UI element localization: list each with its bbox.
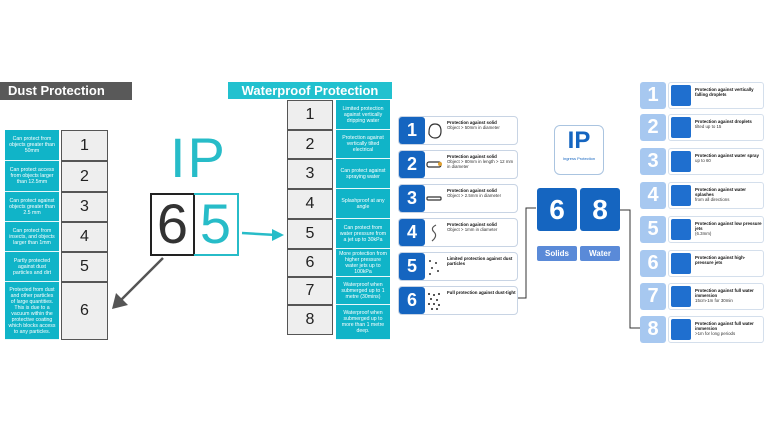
lightning-icon xyxy=(671,253,691,274)
water-icon-row-8: Protection against full water immersion>… xyxy=(668,316,764,343)
solids-label: Solids xyxy=(537,246,577,261)
wire-icon xyxy=(431,224,437,242)
dust-level-1: 1 xyxy=(61,130,108,161)
dust-protection-title: Dust Protection xyxy=(0,82,132,100)
dust-level-5: 5 xyxy=(61,252,108,282)
water-icon-num-7: 7 xyxy=(640,283,666,310)
water-digit: 8 xyxy=(580,188,620,231)
water-desc-6: More protection from higher pressure wat… xyxy=(336,249,390,277)
solid-row-number: 6 xyxy=(399,287,425,314)
solid-row-number: 1 xyxy=(399,117,425,144)
hand-icon xyxy=(428,123,442,139)
water-level-4: 4 xyxy=(287,189,333,219)
water-icon-num-5: 5 xyxy=(640,216,666,243)
solid-row-number: 2 xyxy=(399,151,425,178)
dust-level-2: 2 xyxy=(61,161,108,192)
connector-lines xyxy=(518,207,640,329)
water-desc-1: Limited protection against vertically dr… xyxy=(336,100,390,130)
dust-desc-5: Partly protected against dust particles … xyxy=(5,252,59,282)
water-desc-8: Waterproof when submerged up to more tha… xyxy=(336,305,390,340)
water-desc-2: Protection against vertically tilted ele… xyxy=(336,130,390,159)
ip-first-digit: 6 xyxy=(150,193,195,256)
ip-badge: IP Ingress Protection xyxy=(554,125,604,175)
ip-second-digit: 5 xyxy=(194,193,239,256)
solid-row-number: 3 xyxy=(399,185,425,212)
water-level-6: 6 xyxy=(287,249,333,277)
water-icon-num-1: 1 xyxy=(640,82,666,109)
water-icon-num-6: 6 xyxy=(640,250,666,277)
dust-desc-1: Can protect from objects greater than 50… xyxy=(5,130,59,161)
water-level-2: 2 xyxy=(287,130,333,159)
water-desc-3: Can protect against spraying water xyxy=(336,159,390,189)
water-icon-row-5: Protection against low pressure jets(6.3… xyxy=(668,216,764,243)
ip-label: IP xyxy=(170,126,227,189)
dust-level-3: 3 xyxy=(61,192,108,222)
lightning-icon xyxy=(671,117,691,138)
lightning-icon xyxy=(671,319,691,340)
ip-badge-title: IP xyxy=(567,127,591,154)
water-icon-num-2: 2 xyxy=(640,114,666,141)
water-icon-num-8: 8 xyxy=(640,316,666,343)
water-desc-4: Splashproof at any angle xyxy=(336,189,390,219)
dust-desc-2: Can protect access from objects larger t… xyxy=(5,161,59,192)
dust-desc-4: Can protect from insects, and objects la… xyxy=(5,222,59,252)
water-level-5: 5 xyxy=(287,219,333,249)
dust-desc-3: Can protect against objects greater than… xyxy=(5,192,59,222)
water-level-8: 8 xyxy=(287,305,333,335)
arrow-to-water-icon xyxy=(241,229,284,241)
solid-digit: 6 xyxy=(537,188,577,231)
solid-row-text: Limited protection against dust particle… xyxy=(447,256,513,266)
lightning-icon xyxy=(671,286,691,307)
water-icon-num-4: 4 xyxy=(640,182,666,209)
lightning-icon xyxy=(671,151,691,172)
finger-icon xyxy=(426,161,442,168)
lightning-icon xyxy=(671,219,691,240)
solid-row-5: 5 Limited protection against dust partic… xyxy=(398,252,518,281)
water-desc-7: Waterproof when submerged up to 1 metre … xyxy=(336,277,390,305)
water-label: Water xyxy=(580,246,620,261)
solid-row-text: Full protection against dust-tight xyxy=(447,290,516,295)
water-icon-num-3: 3 xyxy=(640,148,666,175)
dust-level-4: 4 xyxy=(61,222,108,252)
lightning-icon xyxy=(671,85,691,106)
tool-icon xyxy=(426,196,442,201)
dust-icon xyxy=(429,260,439,275)
lightning-icon xyxy=(671,185,691,206)
waterproof-protection-title: Waterproof Protection xyxy=(228,82,392,99)
water-desc-5: Can protect from water pressure from a j… xyxy=(336,219,390,249)
solid-row-6: 6 Full protection against dust-tight xyxy=(398,286,518,315)
solid-row-number: 4 xyxy=(399,219,425,246)
solid-row-number: 5 xyxy=(399,253,425,280)
dust-level-6: 6 xyxy=(61,282,108,340)
water-level-3: 3 xyxy=(287,159,333,189)
water-level-7: 7 xyxy=(287,277,333,305)
dense-dust-icon xyxy=(428,293,440,310)
water-icon-row-6: Protection against high-pressure jets xyxy=(668,250,764,277)
water-level-1: 1 xyxy=(287,100,333,130)
arrow-to-dust-icon xyxy=(112,257,164,309)
dust-desc-6: Protected from dust and other particles … xyxy=(5,282,59,340)
water-icon-row-1: Protection against vertically falling dr… xyxy=(668,82,764,109)
ip-badge-subtitle: Ingress Protection xyxy=(562,156,596,161)
